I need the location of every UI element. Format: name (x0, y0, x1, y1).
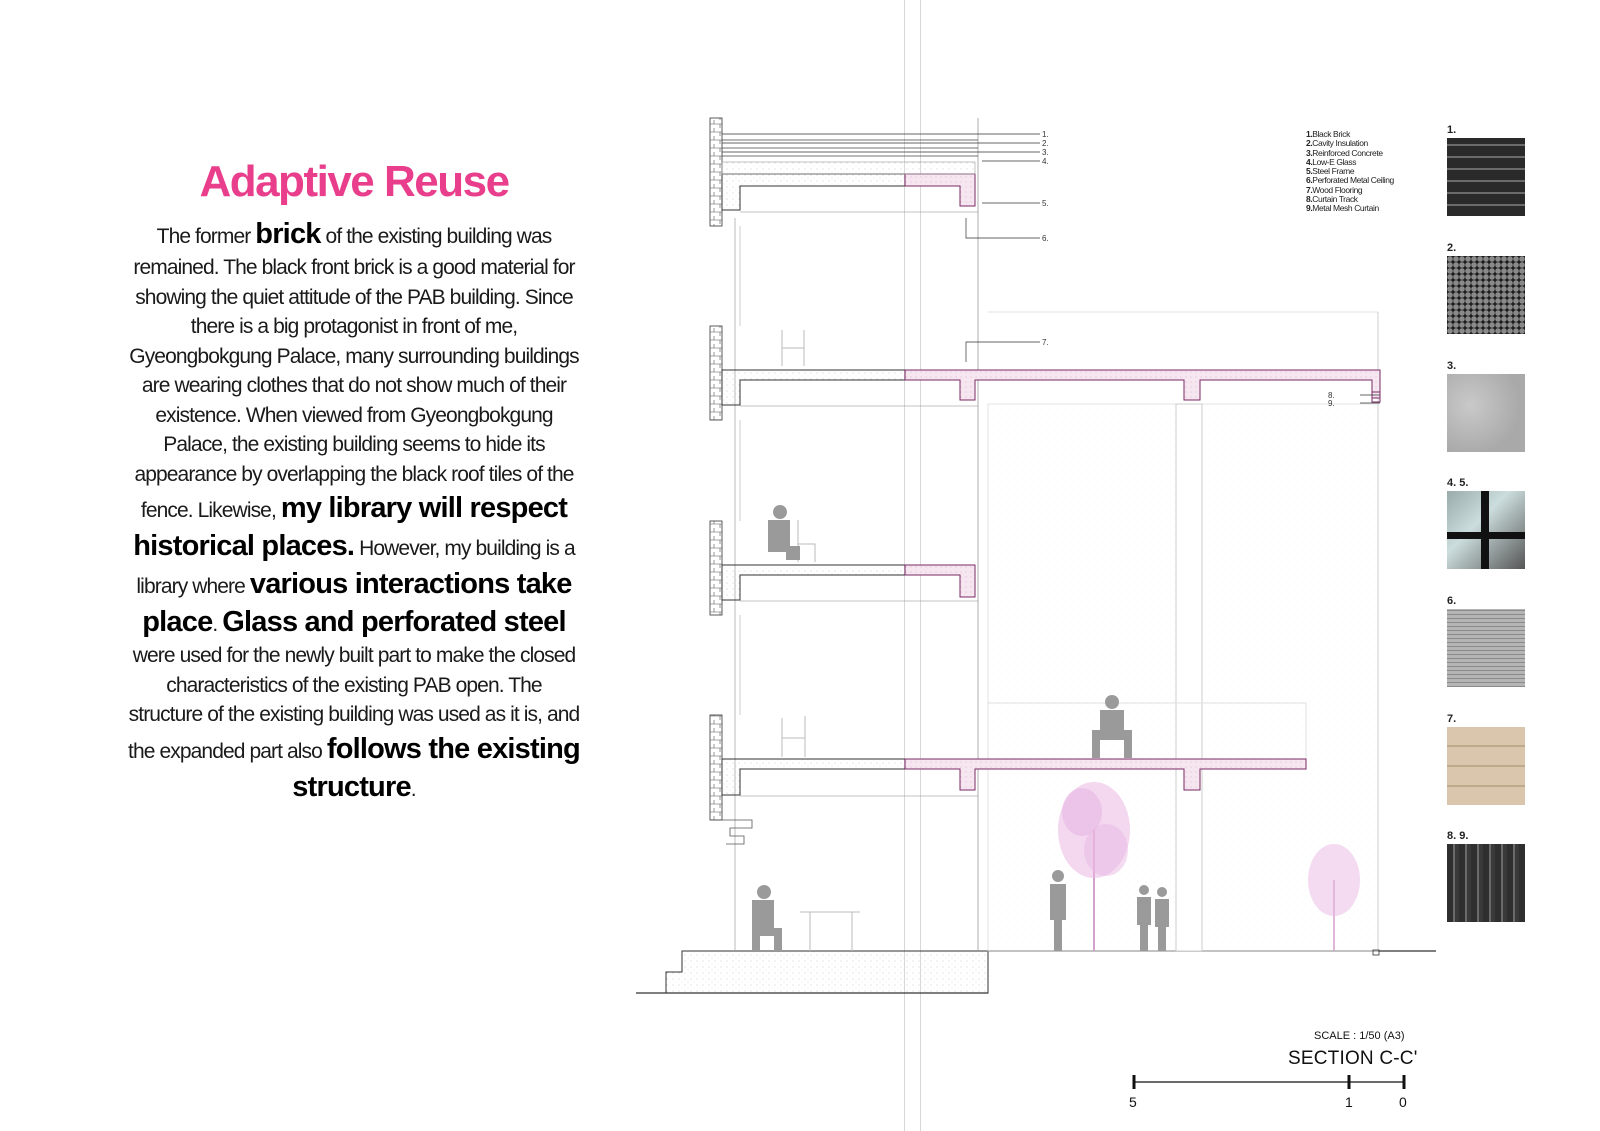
swatch-label: 4. 5. (1447, 477, 1469, 489)
swatch-label: 3. (1447, 360, 1457, 372)
legend-item: 2.Cavity Insulation (1306, 139, 1394, 148)
legend-label: Perforated Metal Ceiling (1312, 175, 1394, 186)
legend-label: Low-E Glass (1312, 156, 1357, 167)
legend-number: 7. (1306, 184, 1313, 195)
body-text-run: were used for the newly built part to ma… (128, 644, 580, 763)
description-paragraph: The former brick of the existing buildin… (128, 215, 581, 806)
low-e-glass-steel-frame-swatch (1447, 491, 1525, 569)
legend-label: Wood Flooring (1312, 184, 1363, 195)
perforated-metal-ceiling-swatch (1447, 609, 1525, 687)
legend-item: 6.Perforated Metal Ceiling (1306, 176, 1394, 185)
page-title: Adaptive Reuse (199, 157, 510, 206)
emphasis-text: my library will respect historical place… (133, 492, 568, 562)
legend-item: 4.Low-E Glass (1306, 156, 1394, 167)
scale-tick-label: 1 (1345, 1094, 1353, 1110)
legend-number: 9. (1306, 203, 1313, 214)
black-brick-swatch (1447, 138, 1525, 216)
tree-illustrations (1058, 782, 1360, 951)
legend-item: 1.Black Brick (1306, 129, 1394, 139)
scale-tick-label: 0 (1399, 1094, 1407, 1110)
callout-numbers: 1. 2. 3. 4. 5. 6. 7. 8. 9. (1042, 130, 1335, 408)
callout-7: 7. (1042, 338, 1049, 347)
callout-1: 1. (1042, 130, 1049, 139)
roof-layers (721, 139, 978, 175)
callout-5: 5. (1042, 199, 1049, 208)
scale-tick-label: 5 (1129, 1094, 1137, 1110)
legend-number: 5. (1306, 166, 1313, 177)
existing-brick-wall (709, 117, 979, 951)
body-text-run: . (212, 613, 223, 636)
emphasis-text: brick (255, 218, 321, 250)
legend-label: Metal Mesh Curtain (1312, 203, 1379, 214)
emphasis-text: Glass and perforated steel (222, 606, 566, 638)
existing-slabs (721, 173, 978, 797)
legend-label: Reinforced Concrete (1312, 147, 1383, 158)
legend-label: Steel Frame (1312, 166, 1355, 177)
legend-number: 8. (1306, 194, 1313, 205)
swatch-label: 6. (1447, 595, 1457, 607)
swatch-label: 7. (1447, 713, 1457, 725)
swatch-label: 1. (1447, 124, 1457, 136)
legend-item: 8.Curtain Track (1306, 194, 1394, 205)
scale-bar (1132, 1075, 1406, 1089)
description-panel: Adaptive Reuse The former brick of the e… (128, 155, 581, 806)
callout-2: 2. (1042, 139, 1049, 148)
legend-item: 7.Wood Flooring (1306, 184, 1394, 195)
legend-item: 9.Metal Mesh Curtain (1306, 204, 1394, 213)
body-text-run: However, my building is a library where (136, 537, 575, 598)
callout-leaders (722, 133, 1380, 404)
legend-number: 3. (1306, 147, 1313, 158)
reinforced-concrete-swatch (1447, 374, 1525, 452)
emphasis-text: various interactions take place (142, 568, 572, 638)
swatch-label: 8. 9. (1447, 830, 1469, 842)
emphasis-text: follows the existing structure (292, 732, 580, 803)
cavity-insulation-swatch (1447, 256, 1525, 334)
legend-item: 3.Reinforced Concrete (1306, 147, 1394, 158)
wood-flooring-swatch (1447, 727, 1525, 805)
callout-4: 4. (1042, 157, 1049, 166)
body-text-run: . (410, 777, 417, 801)
body-text-run: The former (156, 225, 256, 248)
new-slabs (904, 173, 1381, 956)
legend-label: Curtain Track (1312, 194, 1358, 205)
curtain-track-metal-mesh-swatch (1447, 844, 1525, 922)
callout-3: 3. (1042, 148, 1049, 157)
callout-6: 6. (1042, 234, 1049, 243)
legend-number: 6. (1306, 175, 1313, 186)
chair-icons (781, 330, 860, 951)
section-title: SECTION C-C' (1288, 1048, 1418, 1069)
ground (636, 950, 1436, 994)
legend-item: 5.Steel Frame (1306, 167, 1394, 176)
swatch-label: 2. (1447, 242, 1457, 254)
person-figures (752, 505, 1169, 951)
legend-number: 1. (1306, 129, 1313, 139)
legend-number: 2. (1306, 138, 1313, 149)
body-text-run: of the existing building was remained. T… (129, 225, 579, 522)
legend-number: 4. (1306, 156, 1313, 167)
callout-8: 8. (1328, 391, 1335, 400)
scale-label: SCALE : 1/50 (A3) (1314, 1030, 1405, 1042)
callout-9: 9. (1328, 399, 1335, 408)
legend-label: Black Brick (1312, 129, 1350, 139)
legend-label: Cavity Insulation (1312, 138, 1368, 149)
